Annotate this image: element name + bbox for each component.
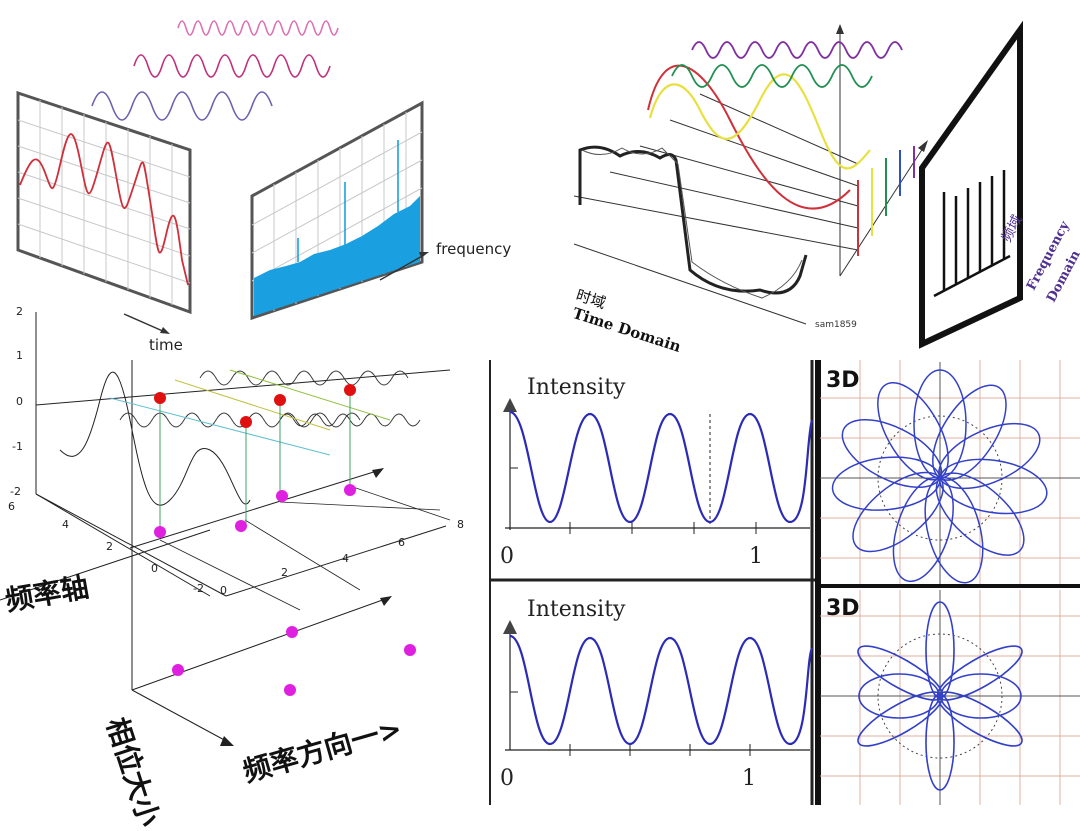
intensity-plots [489,360,815,805]
wave-green [671,64,873,88]
y-tick-0: 0 [151,562,158,575]
frequency-axis-label: frequency [436,240,512,258]
x-tick-8: 8 [457,518,464,531]
rose-bottom [857,601,1023,791]
x-tick-6: 6 [398,536,405,549]
z-tick-minus2: -2 [10,485,21,498]
y-tick-minus2: -2 [193,582,204,595]
intensity-label-top: Intensity [527,375,626,400]
y-tick-4: 4 [62,518,69,531]
frequency-spikes [933,170,1011,298]
x-tick-2: 2 [281,566,288,579]
sine-wave-violet [91,91,273,121]
time-signal [19,133,189,286]
intensity-tick0-bottom: 0 [500,766,514,791]
frequency-pane [250,100,424,321]
wave-yellow [648,73,871,170]
rose-badge-bottom: 3D [826,596,860,621]
intensity-wave-top [509,410,814,524]
z-tick-0: 0 [16,395,23,408]
time-axis-label: time [149,336,183,354]
intensity-label-bottom: Intensity [527,597,626,622]
watermark: sam1859 [815,320,857,330]
y-tick-2: 2 [106,540,113,553]
y-tick-6: 6 [8,500,15,513]
z-tick-1: 1 [16,349,23,362]
rose-top [831,369,1048,584]
fourier-3d-diagram [573,20,1023,349]
time-frequency-diagram [0,20,1080,805]
z-tick-minus1: -1 [12,440,23,453]
spectrum-peaks [297,140,399,262]
wave-purple [691,41,903,59]
frequency-arrow-head [419,252,429,258]
intensity-wave-bottom [509,634,814,746]
square-wave [578,145,808,295]
sine-wave-magenta [133,54,331,78]
time-pane [16,90,192,315]
sine-wave-pink [177,20,339,36]
rose-badge-top: 3D [826,368,860,393]
rose-curves [815,360,1080,805]
black-sum-wave [59,371,251,506]
spectrum-fill [254,196,420,316]
intensity-tick1-top: 1 [749,544,763,569]
x-tick-0: 0 [220,584,227,597]
time-arrow-head [160,327,170,334]
intensity-tick0-top: 0 [500,544,514,569]
x-tick-4: 4 [342,552,349,565]
phase-3d-plot [0,312,451,746]
z-tick-2: 2 [16,305,23,318]
wave-red [647,64,851,210]
intensity-tick1-bottom: 1 [742,766,756,791]
